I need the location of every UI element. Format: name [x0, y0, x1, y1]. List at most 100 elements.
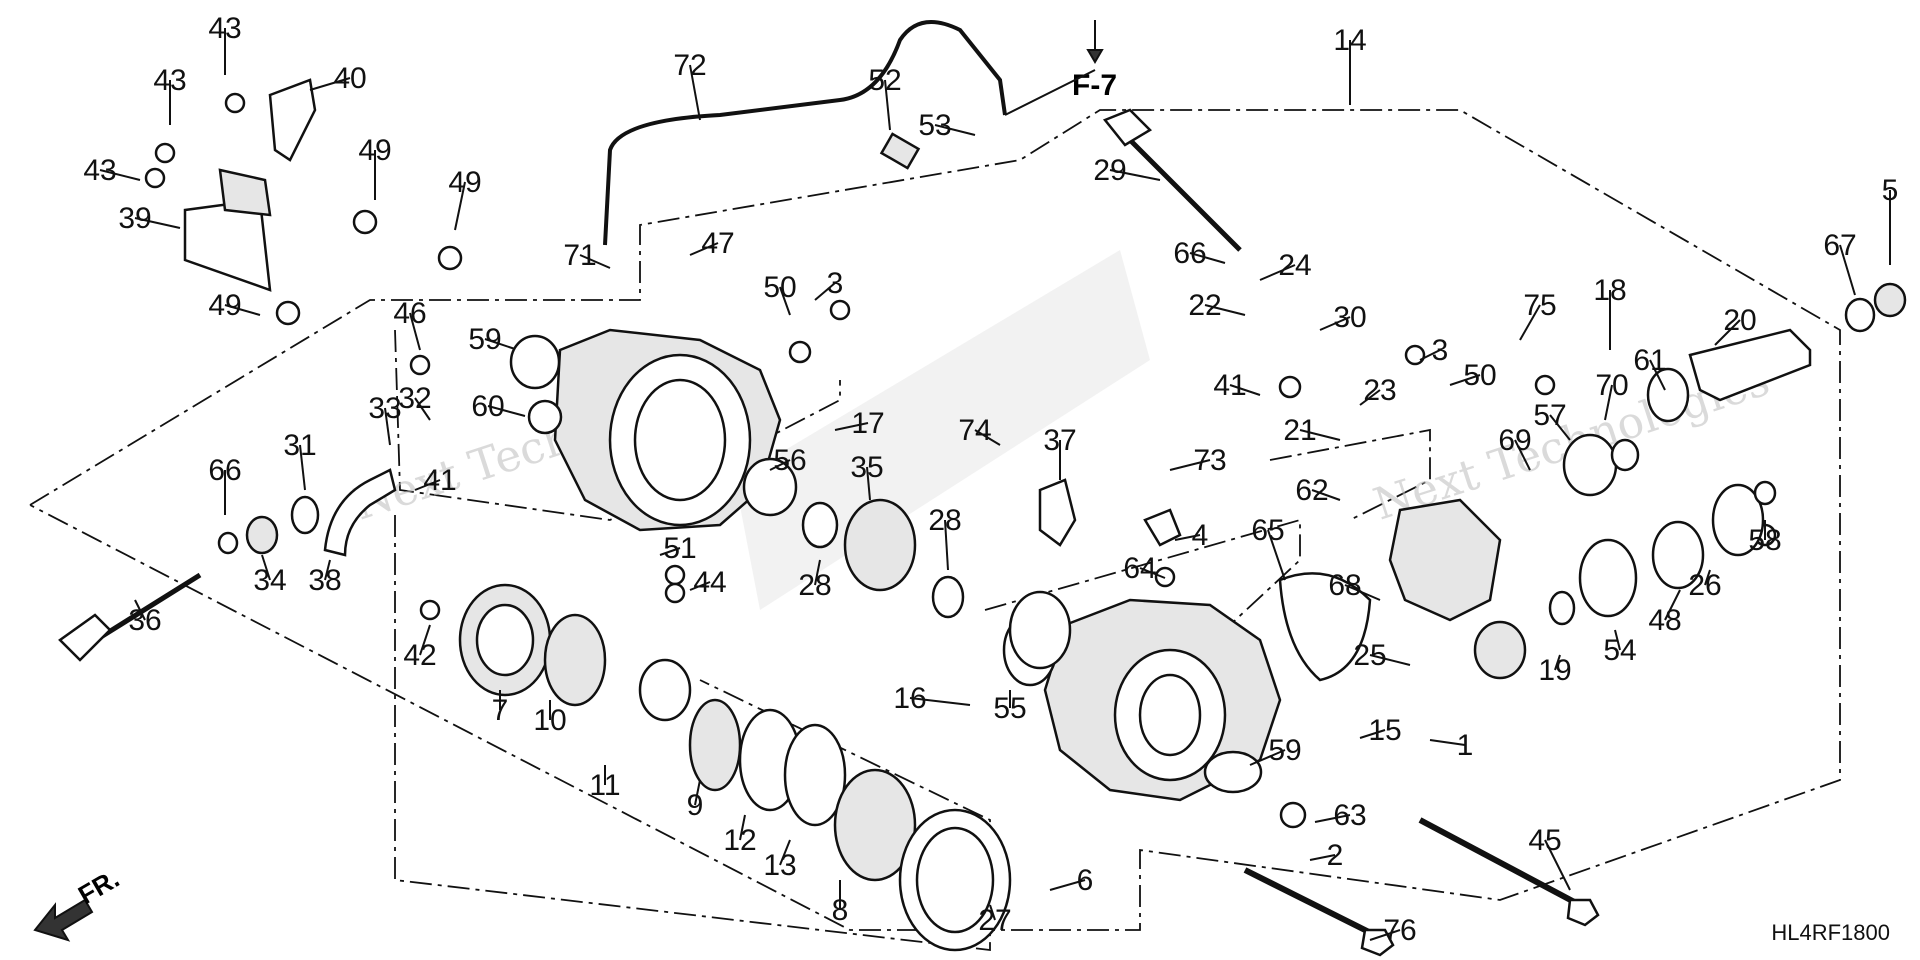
- callout-label-31: 31: [283, 429, 316, 462]
- callout-label-73: 73: [1193, 444, 1226, 477]
- callout-label-17: 17: [851, 407, 884, 440]
- callout-leader: [944, 519, 949, 571]
- callout-leader: [261, 554, 271, 581]
- callout-label-53: 53: [918, 109, 951, 142]
- callout-leader: [1359, 729, 1386, 739]
- callout-leader: [1169, 459, 1211, 471]
- callout-leader: [484, 338, 516, 350]
- callout-leader: [1174, 534, 1201, 541]
- cover-plate-39: [183, 168, 272, 292]
- callout-label-21: 21: [1283, 414, 1316, 447]
- callout-leader: [1549, 414, 1571, 441]
- callout-leader: [1449, 374, 1481, 386]
- callout-leader: [134, 217, 181, 229]
- callout-label-62: 62: [1295, 474, 1328, 507]
- callout-leader: [384, 407, 391, 446]
- callout-label-50: 50: [763, 271, 796, 304]
- shift-shaft-36: [58, 572, 202, 662]
- callout-label-30: 30: [1333, 301, 1366, 334]
- callout-leader: [409, 312, 421, 351]
- bracket-38: [1038, 478, 1077, 547]
- callout-label-76: 76: [1383, 914, 1416, 947]
- callout-label-16: 16: [893, 682, 926, 715]
- callout-label-72: 72: [673, 49, 706, 82]
- callout-label-44: 44: [693, 566, 726, 599]
- callout-label-19: 19: [1538, 654, 1571, 687]
- housing-16: [1002, 598, 1282, 802]
- callout-label-68: 68: [1328, 569, 1361, 602]
- callout-leader: [1259, 264, 1296, 281]
- callout-label-8: 8: [832, 894, 849, 927]
- callout-leader: [934, 124, 976, 136]
- callout-label-63: 63: [1333, 799, 1366, 832]
- callout-label-48: 48: [1648, 604, 1681, 637]
- callout-label-43: 43: [83, 154, 116, 187]
- callout-leader: [974, 429, 1001, 446]
- callout-label-23: 23: [1363, 374, 1396, 407]
- callout-leader: [1604, 384, 1613, 421]
- callout-label-58: 58: [1748, 524, 1781, 557]
- callout-leader: [909, 697, 971, 706]
- callout-leader: [1229, 384, 1261, 396]
- bracket-40: [268, 78, 317, 162]
- right-parts: [1473, 282, 1907, 680]
- callout-label-1: 1: [1457, 729, 1474, 762]
- callout-leader: [989, 904, 996, 921]
- shift-shaft-29: [1102, 108, 1242, 252]
- callout-label-32: 32: [398, 382, 431, 415]
- callout-leader: [779, 839, 791, 866]
- callout-label-24: 24: [1278, 249, 1311, 282]
- callout-label-18: 18: [1593, 274, 1626, 307]
- callout-leader: [224, 304, 261, 316]
- callout-leader: [1519, 304, 1541, 341]
- callout-leader: [1359, 389, 1381, 406]
- callout-leader: [1204, 304, 1246, 316]
- callout-leader: [309, 77, 351, 91]
- callout-leader: [694, 779, 701, 806]
- long-bolts: [1243, 817, 1600, 957]
- callout-leader: [689, 581, 711, 591]
- small-fasteners: [144, 92, 1777, 829]
- callout-label-55: 55: [993, 692, 1026, 725]
- callout-leader: [834, 422, 869, 431]
- callout-label-56: 56: [773, 444, 806, 477]
- callout-leader: [866, 466, 871, 501]
- callout-label-69: 69: [1498, 424, 1531, 457]
- callout-label-52: 52: [868, 64, 901, 97]
- callout-label-67: 67: [1823, 229, 1856, 262]
- callout-label-49: 49: [358, 134, 391, 167]
- callout-label-3: 3: [827, 267, 844, 300]
- callout-label-49: 49: [208, 289, 241, 322]
- callout-leader: [689, 64, 701, 121]
- callout-label-27: 27: [978, 904, 1011, 937]
- gears-lower: [458, 583, 1012, 952]
- callout-label-45: 45: [1528, 824, 1561, 857]
- callout-leader: [414, 397, 431, 421]
- callout-leader: [739, 814, 746, 841]
- callout-label-47: 47: [701, 227, 734, 260]
- callout-leader: [1369, 654, 1411, 666]
- callout-label-71: 71: [563, 239, 596, 272]
- callout-label-29: 29: [1093, 154, 1126, 187]
- callout-leader: [689, 242, 719, 256]
- callout-label-60: 60: [471, 390, 504, 423]
- callout-label-15: 15: [1368, 714, 1401, 747]
- callout-leader: [814, 559, 821, 586]
- callout-label-43: 43: [208, 12, 241, 45]
- callout-label-50: 50: [1463, 359, 1496, 392]
- callout-leader: [299, 444, 306, 491]
- callout-label-41: 41: [423, 464, 456, 497]
- callout-leader: [1319, 316, 1351, 331]
- breather-tube: [603, 20, 1007, 246]
- callout-label-41: 41: [1213, 369, 1246, 402]
- callout-label-14: 14: [1333, 24, 1366, 57]
- callout-leader: [134, 599, 146, 621]
- callout-labels: 1233456789101112131415161718192021222324…: [83, 12, 1898, 947]
- callout-label-64: 64: [1123, 552, 1156, 585]
- callout-label-59: 59: [468, 323, 501, 356]
- callout-leader: [1429, 739, 1466, 746]
- callout-label-20: 20: [1723, 304, 1756, 337]
- callout-leader: [1314, 814, 1351, 823]
